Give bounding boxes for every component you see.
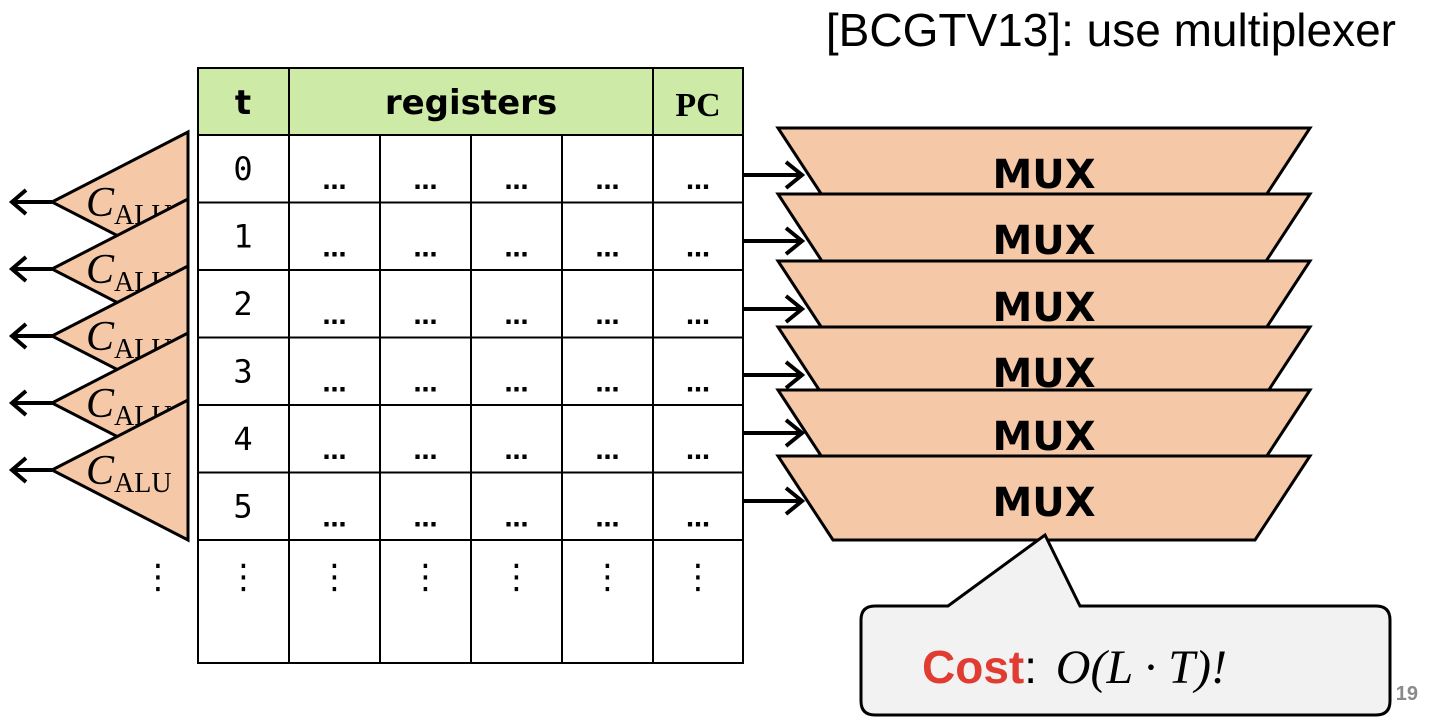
table-cell: … (323, 302, 347, 330)
table-cell: … (414, 437, 438, 465)
table-cell: … (414, 504, 438, 532)
input-arrow (743, 418, 806, 448)
table-cell: … (414, 234, 438, 262)
table-cell: … (505, 504, 529, 532)
mux-label: MUX (992, 285, 1095, 331)
row-t-value: 4 (233, 420, 252, 458)
row-t-value: 2 (233, 285, 252, 323)
table-cell: … (596, 302, 620, 330)
arrowhead-right-icon (784, 418, 806, 448)
page-number: 19 (1396, 683, 1418, 705)
table-cell: … (323, 504, 347, 532)
arrowhead-left-icon (8, 188, 28, 216)
table-header: t registers PC (197, 67, 744, 136)
table-cell: … (596, 167, 620, 195)
callout-bubble (859, 532, 1392, 717)
arrowhead-right-icon (784, 160, 806, 190)
table-cell: … (414, 302, 438, 330)
table-cell: … (323, 167, 347, 195)
continuation-dots: ⋮ (500, 557, 534, 597)
mux-trapezoid (775, 454, 1313, 542)
table-cell: … (686, 167, 710, 195)
mux-block: MUX (775, 388, 1313, 476)
header-pc: PC (675, 87, 720, 124)
continuation-dots: ⋮ (409, 557, 443, 597)
table-cell: … (505, 302, 529, 330)
table-cell: … (686, 504, 710, 532)
arrowhead-left-icon (8, 322, 28, 350)
alu-block: CALU (8, 397, 190, 543)
table-cell: … (505, 167, 529, 195)
cost-colon: : (1024, 641, 1050, 693)
table-cell: … (505, 437, 529, 465)
mux-label: MUX (992, 218, 1095, 264)
arrowhead-left-icon (8, 456, 28, 484)
mux-label: MUX (992, 480, 1095, 526)
cost-word: Cost (922, 641, 1024, 693)
table-cell: … (414, 167, 438, 195)
cost-callout: Cost: O(L · T)! (859, 532, 1392, 717)
table-cell: … (323, 437, 347, 465)
continuation-dots: ⋮ (318, 557, 352, 597)
input-arrow (743, 294, 806, 324)
continuation-dots: ⋮ (681, 557, 715, 597)
row-t-value: 5 (233, 487, 252, 525)
table-cell: … (596, 437, 620, 465)
arrowhead-left-icon (8, 255, 28, 283)
mux-block: MUX (775, 192, 1313, 280)
input-arrow (743, 160, 806, 190)
alu-label: CALU (86, 448, 172, 499)
input-arrow (743, 226, 806, 256)
table-cell: … (686, 302, 710, 330)
mux-label: MUX (992, 414, 1095, 460)
table-cell: … (686, 369, 710, 397)
cost-text: Cost: O(L · T)! (922, 641, 1227, 694)
table-cell: … (686, 437, 710, 465)
table-cell: … (596, 504, 620, 532)
header-t: t (235, 83, 251, 123)
slide-title: [BCGTV13]: use multiplexer (826, 4, 1396, 56)
table-cell: … (596, 234, 620, 262)
alu-triangle (48, 397, 190, 543)
table-cell: … (686, 234, 710, 262)
table-cell: … (414, 369, 438, 397)
row-t-value: 3 (233, 352, 252, 390)
mux-label: MUX (992, 152, 1095, 198)
table-cell: … (505, 234, 529, 262)
mux-block: MUX (775, 259, 1313, 347)
input-arrow (743, 486, 806, 516)
table-cell: … (323, 369, 347, 397)
header-registers: registers (385, 83, 557, 123)
table-cell: … (323, 234, 347, 262)
table-body: 0 … … … … … 1 … … … … … 2 … … … … … 3 … … … … … 4 … … … … … 5 … … … … … ⋮ ⋮ ⋮ ⋮… (141, 134, 744, 664)
mux-block: MUX (775, 454, 1313, 542)
row-t-value: 0 (233, 150, 252, 188)
continuation-dots-left: ⋮ (141, 557, 175, 597)
continuation-dots: ⋮ (591, 557, 625, 597)
arrowhead-right-icon (784, 360, 806, 390)
arrowhead-right-icon (784, 226, 806, 256)
table-cell: … (596, 369, 620, 397)
table-cell: … (505, 369, 529, 397)
input-arrow (743, 360, 806, 390)
continuation-dots: ⋮ (227, 557, 261, 597)
arrowhead-right-icon (784, 294, 806, 324)
arrowhead-right-icon (784, 486, 806, 516)
arrowhead-left-icon (8, 389, 28, 417)
row-t-value: 1 (233, 217, 252, 255)
cost-formula: O(L · T)! (1056, 641, 1227, 694)
